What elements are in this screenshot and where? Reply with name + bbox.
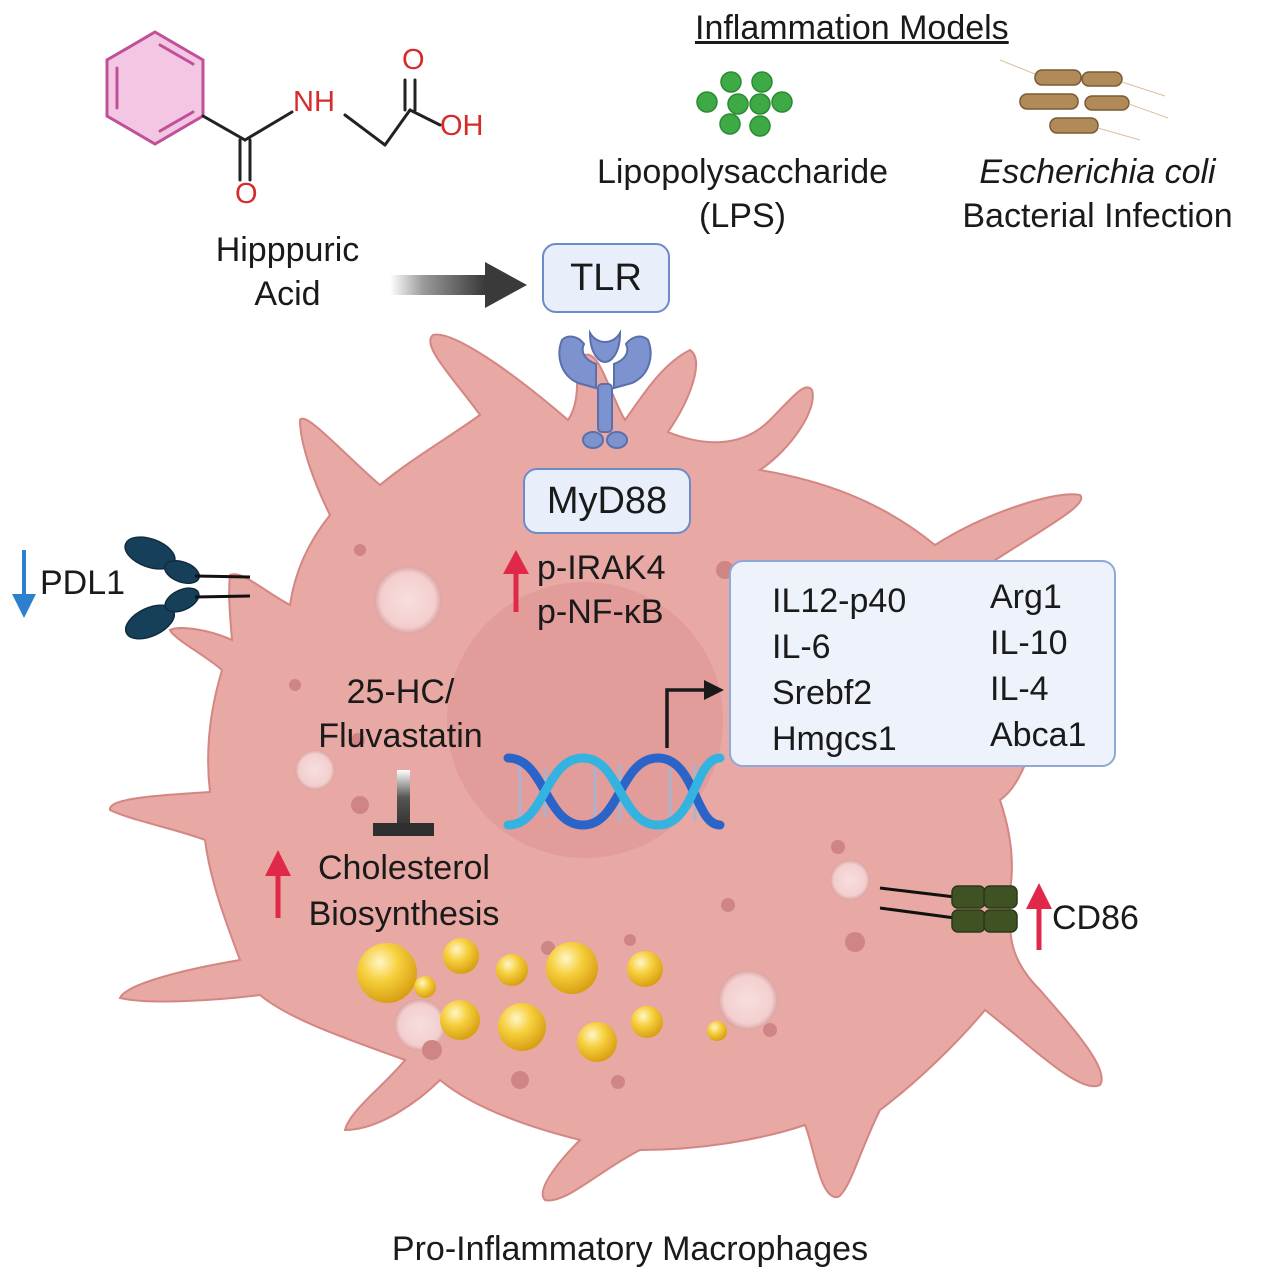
myd88-label: MyD88 [546, 479, 668, 522]
caption: Pro-Inflammatory Macrophages [391, 1230, 869, 1268]
nucleus [447, 582, 723, 858]
cd86-up-arrow [1026, 883, 1052, 950]
cholesterol-biosynthesis-label: Cholesterol Biosynthesis [288, 845, 520, 937]
inhibitor-label: 25-HC/ Fluvastatin [298, 670, 503, 758]
inhibitor-line1: 25-HC/ [346, 673, 455, 711]
atom-label-carbonyl-o-top: O [402, 44, 425, 76]
atom-label-amide-nh: NH [293, 86, 335, 118]
tlr-receptor-icon [558, 329, 652, 449]
signaling-list: p-IRAK4 p-NF-κB [537, 546, 666, 634]
genes-up-list: IL12-p40 IL-6 Srebf2 Hmgcs1 [772, 578, 906, 762]
transcription-arrow [665, 680, 724, 748]
gene-down-il-4: IL-4 [990, 670, 1049, 708]
ecoli-label-line1: Escherichia coli [979, 153, 1216, 191]
signaling-item-p-nf-kb: p-NF-κB [537, 593, 664, 631]
lipid-droplets [357, 938, 727, 1062]
pdl1-label: PDL1 [40, 564, 126, 602]
cd86-receptor-icon [879, 885, 1018, 933]
gene-down-arg1: Arg1 [990, 578, 1062, 616]
gene-down-il-10: IL-10 [990, 624, 1068, 662]
ecoli-bacteria [999, 59, 1169, 141]
gene-down-abca1: Abca1 [990, 716, 1087, 754]
cd86-label: CD86 [1052, 899, 1139, 937]
lps-label: Lipopolysaccharide (LPS) [570, 150, 915, 238]
gene-up-il12-p40: IL12-p40 [772, 582, 907, 620]
gene-up-il-6: IL-6 [772, 628, 831, 666]
inhibitor-line2: Fluvastatin [318, 717, 483, 755]
compound-name-line2: Acid [254, 275, 321, 314]
dna-helix-icon [503, 753, 725, 830]
pdl1-receptor-icon [124, 536, 251, 640]
atom-label-carbonyl-o-bottom: O [235, 178, 258, 210]
inflammation-models-heading: Inflammation Models [695, 9, 1009, 47]
compound-name: Hipppuric Acid [195, 228, 380, 316]
myd88-box: MyD88 [523, 468, 691, 534]
pdl1-down-arrow [12, 550, 36, 618]
process-line1: Cholesterol [318, 849, 490, 887]
lps-label-line2: (LPS) [699, 197, 786, 236]
benzene-ring [105, 30, 205, 146]
ecoli-label: Escherichia coli Bacterial Infection [935, 150, 1260, 238]
gene-up-hmgcs1: Hmgcs1 [772, 720, 897, 758]
activation-arrow [390, 262, 527, 308]
signaling-up-arrow [503, 550, 529, 612]
atom-label-hydroxyl: OH [440, 110, 484, 142]
signaling-item-p-irak4: p-IRAK4 [537, 549, 666, 587]
ecoli-label-line2: Bacterial Infection [962, 197, 1233, 236]
vesicles [289, 544, 968, 1089]
tlr-label: TLR [570, 256, 642, 299]
cholesterol-up-arrow [265, 850, 291, 918]
compound-name-line1: Hipppuric [215, 231, 360, 269]
tlr-box: TLR [542, 243, 670, 313]
process-line2: Biosynthesis [308, 895, 500, 933]
hippuric-acid-structure [105, 30, 442, 182]
genes-down-list: Arg1 IL-10 IL-4 Abca1 [990, 574, 1086, 758]
gene-up-srebf2: Srebf2 [772, 674, 873, 712]
inhibition-bar [373, 770, 434, 836]
lps-particles [696, 71, 793, 137]
gene-expression-box [729, 560, 1116, 767]
lps-label-line1: Lipopolysaccharide [596, 153, 889, 191]
